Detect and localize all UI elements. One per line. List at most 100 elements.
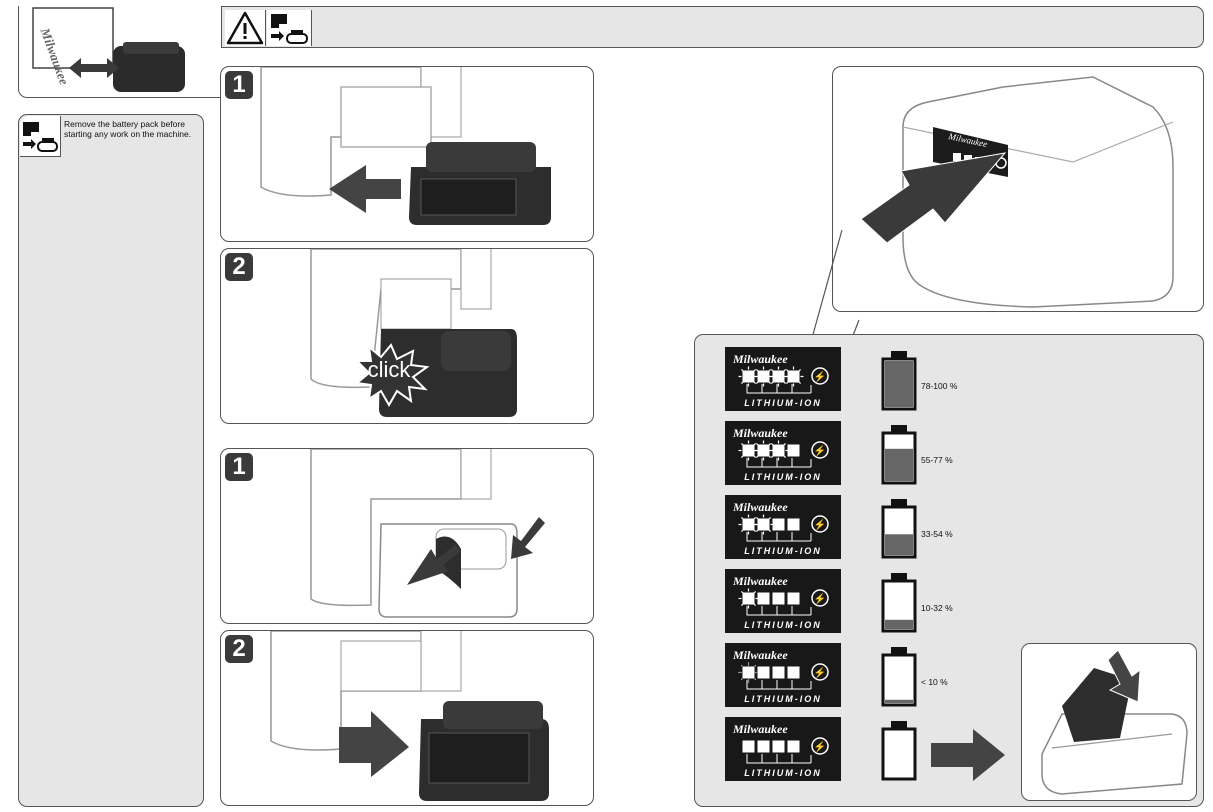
gauge-button-icon [811,589,829,607]
charger-illustration [1021,643,1197,801]
fuel-gauge-panel: Milwaukee ⚡ LITHIUM-ION 78-100 % Milwaukee ⚡ L… [694,334,1204,807]
fuel-gauge-leds: Milwaukee ⚡ LITHIUM-ION [732,500,829,556]
step-panel-remove: 2 [220,630,594,806]
battery-type-label: LITHIUM-ION [744,768,822,778]
battery-type-label: LITHIUM-ION [744,620,822,630]
fuel-gauge-leds: Milwaukee ⚡ LITHIUM-ION [732,648,829,704]
battery-level-icon [881,499,917,559]
battery-level-icon [881,721,917,781]
gauge-button-icon [811,663,829,681]
battery-charge-fill [885,534,913,555]
battery-charge-fill [885,361,913,407]
led-indicator [742,518,755,531]
sidebar-note-panel: Remove the battery pack before starting … [18,114,204,807]
battery-charge-fill [885,448,913,481]
thumbnail-battery-removal: Milwaukee [18,6,220,98]
led-indicator [787,666,800,679]
fuel-gauge-leds: Milwaukee ⚡ LITHIUM-ION [732,426,829,482]
led-indicator [772,444,785,457]
led-indicator [772,740,785,753]
arrow-to-charger-icon [931,729,1005,781]
led-indicator [772,370,785,383]
brand-logo-text: Milwaukee [732,722,788,736]
led-indicator [787,592,800,605]
led-indicator [757,370,770,383]
battery-symbol-icon: ⚡ [814,592,826,605]
battery-charge-fill [885,619,913,629]
battery-type-label: LITHIUM-ION [744,546,822,556]
fuel-gauge-leds: Milwaukee ⚡ LITHIUM-ION [732,352,829,408]
battery-type-label: LITHIUM-ION [744,472,822,482]
fuel-gauge-card: Milwaukee ⚡ LITHIUM-ION [725,717,841,781]
battery-level-icon [881,351,917,411]
fuel-gauge-card: Milwaukee ⚡ LITHIUM-ION [725,421,841,485]
led-indicator [787,444,800,457]
remove-battery-icon [267,10,312,46]
led-indicator [787,518,800,531]
step-panel-insert: 1 [220,66,594,242]
led-indicator [757,740,770,753]
illustration-press-release [310,449,545,618]
header-bar [221,6,1204,48]
led-indicator [772,666,785,679]
step-number-badge: 2 [225,253,253,281]
battery-gauge-illustration: Milwaukee [832,66,1204,312]
gauge-button-icon [811,737,829,755]
charge-percentage-label: 10-32 % [921,603,953,613]
battery-charge-fill [885,699,913,703]
led-indicator [757,518,770,531]
led-indicator [772,592,785,605]
step-panel-click: click 2 [220,248,594,424]
fuel-gauge-card: Milwaukee ⚡ LITHIUM-ION [725,643,841,707]
led-indicator [742,592,755,605]
brand-logo-text: Milwaukee [732,352,788,366]
battery-symbol-icon: ⚡ [814,518,826,531]
gauge-button-icon [811,441,829,459]
warning-triangle-icon [225,10,266,46]
led-indicator [742,666,755,679]
charge-percentage-label: 55-77 % [921,455,953,465]
step-panel-press-release: 1 [220,448,594,624]
brand-logo-text: Milwaukee [732,500,788,514]
brand-logo-text: Milwaukee [732,648,788,662]
sidebar-note-text: Remove the battery pack before starting … [64,119,192,139]
fuel-gauge-leds: Milwaukee ⚡ LITHIUM-ION [732,574,829,630]
step-number-badge: 2 [225,635,253,663]
click-label: click [368,357,412,382]
battery-type-label: LITHIUM-ION [744,694,822,704]
step-number-badge: 1 [225,453,253,481]
fuel-gauge-card: Milwaukee ⚡ LITHIUM-ION [725,347,841,411]
led-indicator [742,740,755,753]
battery-level-icon [881,573,917,633]
led-indicator [742,444,755,457]
led-indicator [757,666,770,679]
battery-level-icon [881,647,917,707]
battery-symbol-icon: ⚡ [814,444,826,457]
led-indicator [787,740,800,753]
remove-battery-icon [20,116,61,157]
brand-logo-text: Milwaukee [732,574,788,588]
brand-logo-text: Milwaukee [732,426,788,440]
charge-percentage-label: < 10 % [921,677,948,687]
battery-symbol-icon: ⚡ [814,666,826,679]
illustration-insert-battery [260,67,551,225]
charge-percentage-label: 33-54 % [921,529,953,539]
fuel-gauge-card: Milwaukee ⚡ LITHIUM-ION [725,495,841,559]
gauge-button-icon [811,367,829,385]
led-indicator [757,592,770,605]
step-number-badge: 1 [225,71,253,99]
illustration-remove-battery [270,631,549,801]
led-indicator [772,518,785,531]
led-indicator [742,370,755,383]
battery-symbol-icon: ⚡ [814,740,826,753]
callout-connector [811,229,860,339]
battery-type-label: LITHIUM-ION [744,398,822,408]
fuel-gauge-card: Milwaukee ⚡ LITHIUM-ION [725,569,841,633]
battery-symbol-icon: ⚡ [814,370,826,383]
illustration-battery-click: click [310,249,517,417]
charge-percentage-label: 78-100 % [921,381,958,391]
gauge-button-icon [811,515,829,533]
battery-level-icon [881,425,917,485]
led-indicator [787,370,800,383]
led-indicator [757,444,770,457]
